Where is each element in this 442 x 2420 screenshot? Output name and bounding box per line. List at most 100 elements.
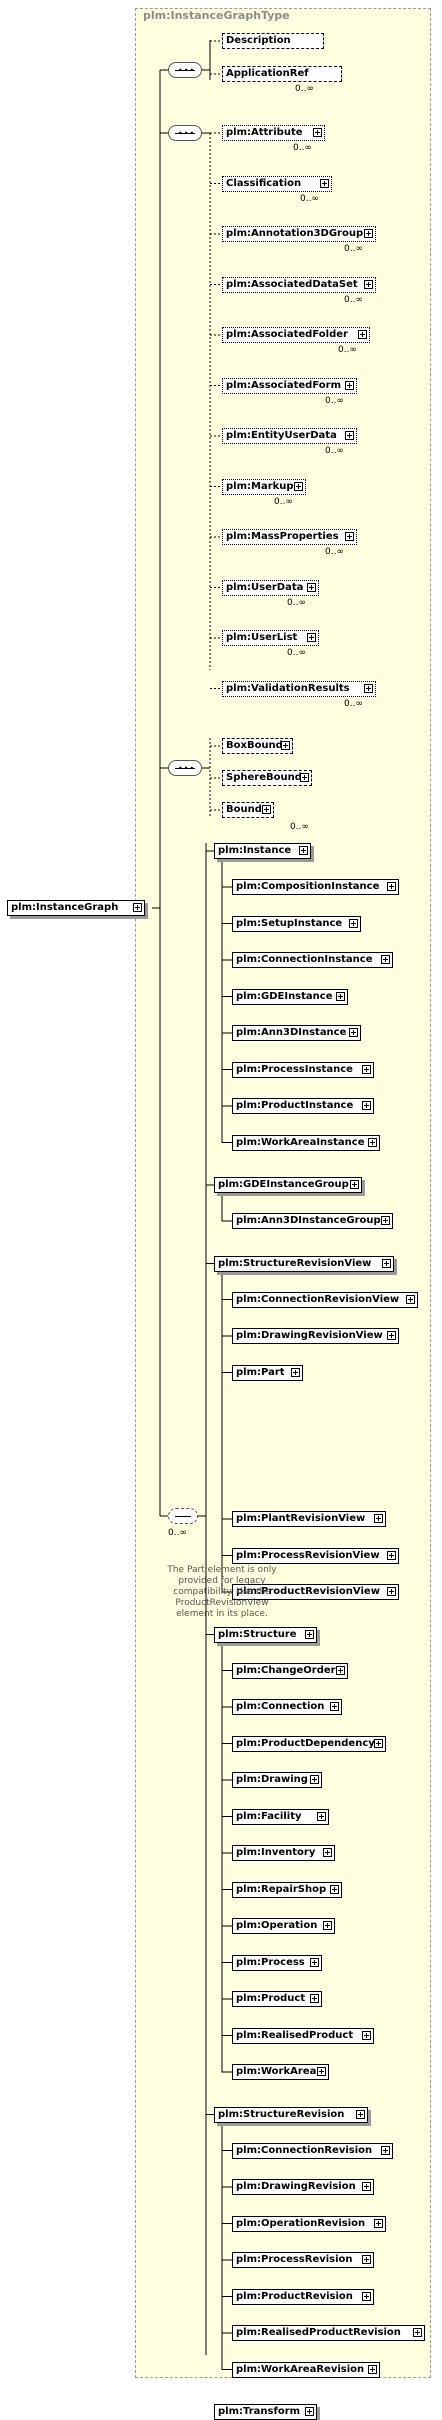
element-connection-revision[interactable]: plm:ConnectionRevision xyxy=(232,2142,393,2159)
element-plant-revision-view[interactable]: plm:PlantRevisionView xyxy=(232,1511,386,1527)
expand-icon[interactable] xyxy=(387,882,396,891)
expand-icon[interactable] xyxy=(387,1331,396,1340)
element-associated-data-set[interactable]: plm:AssociatedDataSet xyxy=(222,276,376,293)
element-product[interactable]: plm:Product xyxy=(232,1991,322,2007)
element-gdeinstance[interactable]: plm:GDEInstance xyxy=(232,988,348,1005)
expand-icon[interactable] xyxy=(294,481,303,491)
expand-icon[interactable] xyxy=(368,1137,377,1147)
expand-icon[interactable] xyxy=(345,380,354,390)
expand-icon[interactable] xyxy=(305,1629,314,1639)
expand-icon[interactable] xyxy=(317,2067,326,2076)
element-application-ref[interactable]: ApplicationRef xyxy=(222,66,342,82)
expand-icon[interactable] xyxy=(323,1848,332,1857)
element-drawing[interactable]: plm:Drawing xyxy=(232,1772,322,1788)
element-classification[interactable]: Classification xyxy=(222,175,332,192)
element-ann3-dinstance[interactable]: plm:Ann3DInstance xyxy=(232,1025,361,1041)
expand-icon[interactable] xyxy=(381,2145,390,2155)
element-sphere-bound[interactable]: SphereBound xyxy=(222,770,312,786)
element-drawing-revision[interactable]: plm:DrawingRevision xyxy=(232,2179,374,2195)
expand-icon[interactable] xyxy=(307,633,316,642)
element-inventory[interactable]: plm:Inventory xyxy=(232,1845,335,1861)
expand-icon[interactable] xyxy=(364,683,373,693)
element-product-revision[interactable]: plm:ProductRevision xyxy=(232,2288,374,2305)
expand-icon[interactable] xyxy=(362,2030,371,2040)
element-description[interactable]: Description xyxy=(222,33,324,49)
element-associated-form[interactable]: plm:AssociatedForm xyxy=(222,377,357,394)
element-mass-properties[interactable]: plm:MassProperties xyxy=(222,529,357,545)
expand-icon[interactable] xyxy=(291,1367,300,1377)
expand-icon[interactable] xyxy=(336,1665,345,1675)
expand-icon[interactable] xyxy=(307,582,316,592)
expand-icon[interactable] xyxy=(349,918,358,928)
element-product-revision-view[interactable]: plm:ProductRevisionView xyxy=(232,1584,399,1600)
element-bound[interactable]: Bound xyxy=(222,802,274,818)
expand-icon[interactable] xyxy=(330,1884,339,1894)
element-process-instance[interactable]: plm:ProcessInstance xyxy=(232,1061,374,1078)
element-process[interactable]: plm:Process xyxy=(232,1954,322,1971)
expand-icon[interactable] xyxy=(350,1180,359,1189)
element-change-order[interactable]: plm:ChangeOrder xyxy=(232,1662,348,1679)
expand-icon[interactable] xyxy=(317,1811,326,1821)
expand-icon[interactable] xyxy=(406,1294,415,1304)
element-operation-revision[interactable]: plm:OperationRevision xyxy=(232,2215,386,2232)
element-product-dependency[interactable]: plm:ProductDependency xyxy=(232,1735,386,1752)
element-connection-revision-view[interactable]: plm:ConnectionRevisionView xyxy=(232,1291,418,1308)
expand-icon[interactable] xyxy=(299,846,308,855)
sequence-compositor-2[interactable]: ••• xyxy=(168,125,202,141)
element-connection-instance[interactable]: plm:ConnectionInstance xyxy=(232,952,393,968)
expand-icon[interactable] xyxy=(345,431,354,440)
element-structure[interactable]: plm:Structure xyxy=(214,1626,317,1643)
expand-icon[interactable] xyxy=(323,1921,332,1930)
element-transform[interactable]: plm:Transform xyxy=(214,2404,317,2420)
expand-icon[interactable] xyxy=(364,279,373,289)
expand-icon[interactable] xyxy=(374,2218,383,2228)
expand-icon[interactable] xyxy=(362,2182,371,2191)
expand-icon[interactable] xyxy=(133,903,142,912)
element-repair-shop[interactable]: plm:RepairShop xyxy=(232,1881,342,1898)
element-product-instance[interactable]: plm:ProductInstance xyxy=(232,1098,374,1114)
expand-icon[interactable] xyxy=(368,2364,377,2374)
expand-icon[interactable] xyxy=(349,1028,358,1037)
expand-icon[interactable] xyxy=(387,1587,396,1596)
sequence-compositor-3[interactable]: ••• xyxy=(168,760,202,776)
element-ann3-dinstance-group[interactable]: plm:Ann3DInstanceGroup xyxy=(232,1213,393,1229)
element-connection[interactable]: plm:Connection xyxy=(232,1699,342,1715)
expand-icon[interactable] xyxy=(362,2255,371,2264)
expand-icon[interactable] xyxy=(345,532,354,541)
expand-icon[interactable] xyxy=(336,991,345,1001)
element-part[interactable]: plm:Part xyxy=(232,1364,303,1381)
expand-icon[interactable] xyxy=(310,1957,319,1967)
expand-icon[interactable] xyxy=(330,1702,339,1711)
expand-icon[interactable] xyxy=(313,128,322,137)
expand-icon[interactable] xyxy=(381,955,390,964)
element-gdeinstance-group[interactable]: plm:GDEInstanceGroup xyxy=(214,1177,362,1193)
element-process-revision[interactable]: plm:ProcessRevision xyxy=(232,2252,374,2268)
expand-icon[interactable] xyxy=(310,1775,319,1784)
element-associated-folder[interactable]: plm:AssociatedFolder xyxy=(222,327,370,343)
element-facility[interactable]: plm:Facility xyxy=(232,1808,329,1825)
element-work-area[interactable]: plm:WorkArea xyxy=(232,2064,329,2080)
element-composition-instance[interactable]: plm:CompositionInstance xyxy=(232,879,399,895)
element-validation-results[interactable]: plm:ValidationResults xyxy=(222,680,376,697)
element-structure-revision-view[interactable]: plm:StructureRevisionView xyxy=(214,1255,394,1272)
expand-icon[interactable] xyxy=(310,1994,319,2003)
expand-icon[interactable] xyxy=(362,1064,371,1074)
expand-icon[interactable] xyxy=(382,1258,391,1268)
element-realised-product[interactable]: plm:RealisedProduct xyxy=(232,2027,374,2044)
expand-icon[interactable] xyxy=(362,1101,371,1110)
expand-icon[interactable] xyxy=(305,2407,314,2416)
element-instance[interactable]: plm:Instance xyxy=(214,843,311,859)
element-structure-revision[interactable]: plm:StructureRevision xyxy=(214,2106,368,2123)
expand-icon[interactable] xyxy=(356,2109,365,2119)
element-process-revision-view[interactable]: plm:ProcessRevisionView xyxy=(232,1547,399,1564)
element-realised-product-revision[interactable]: plm:RealisedProductRevision xyxy=(232,2325,425,2341)
element-user-list[interactable]: plm:UserList xyxy=(222,630,319,646)
sequence-compositor-1[interactable]: ••• xyxy=(168,62,202,78)
element-work-area-revision[interactable]: plm:WorkAreaRevision xyxy=(232,2361,380,2378)
element-annotation3-dgroup[interactable]: plm:Annotation3DGroup xyxy=(222,226,376,242)
expand-icon[interactable] xyxy=(374,1514,383,1523)
expand-icon[interactable] xyxy=(413,2328,422,2337)
expand-icon[interactable] xyxy=(374,1738,383,1748)
expand-icon[interactable] xyxy=(358,330,367,339)
element-operation[interactable]: plm:Operation xyxy=(232,1918,335,1934)
